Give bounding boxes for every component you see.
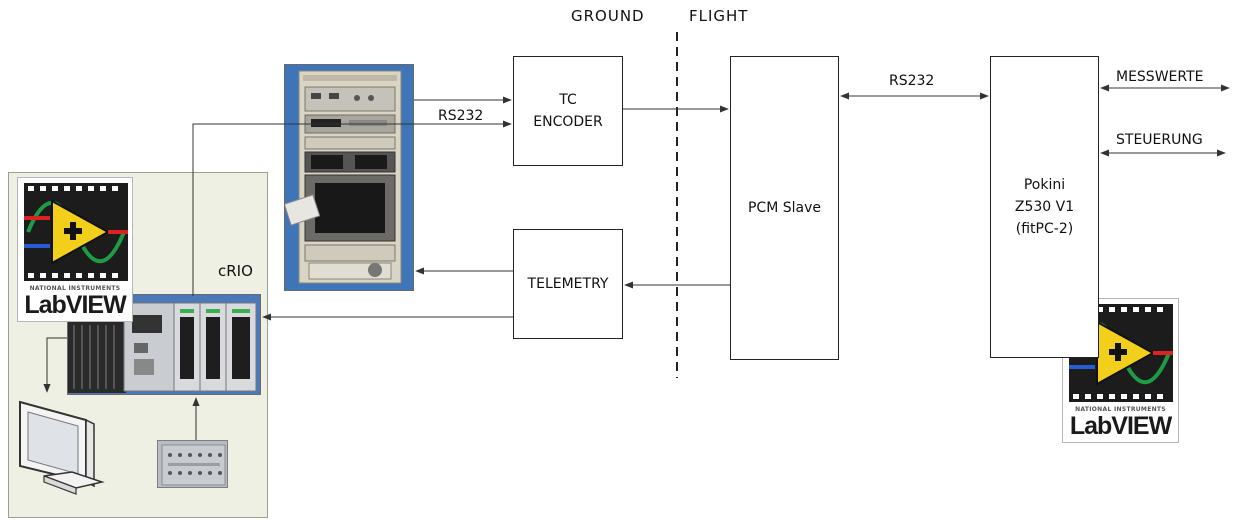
crio-label: cRIO xyxy=(218,262,253,280)
pokini-box: Pokini Z530 V1 (fitPC-2) xyxy=(990,56,1099,358)
ni-text: NATIONAL INSTRUMENTS xyxy=(1075,406,1166,413)
rs232-pcm-label: RS232 xyxy=(889,73,935,89)
rack-drawing xyxy=(285,70,402,284)
ni-text: NATIONAL INSTRUMENTS xyxy=(29,285,121,292)
labview-wordmark: LabVIEW xyxy=(24,291,126,319)
flight-header: FLIGHT xyxy=(689,7,749,25)
labview-emblem xyxy=(24,183,128,281)
ground-header: GROUND xyxy=(571,7,645,25)
monitor-icon xyxy=(14,396,106,498)
ground-rack-image xyxy=(284,64,414,291)
crio-hardware-image xyxy=(67,294,261,395)
tc-encoder-box: TC ENCODER xyxy=(513,56,623,166)
steuerung-label: STEUERUNG xyxy=(1116,132,1203,148)
crio-to-monitor-line xyxy=(43,337,67,393)
labview-logo-ground: NATIONAL INSTRUMENTS LabVIEW xyxy=(17,177,133,322)
rs232-rack-label: RS232 xyxy=(438,108,484,124)
labview-wordmark: LabVIEW xyxy=(1069,412,1172,440)
pcm-slave-box: PCM Slave xyxy=(730,56,839,360)
crio-to-encoder-line xyxy=(192,120,512,296)
telemetry-box: TELEMETRY xyxy=(513,229,623,339)
io-box-image xyxy=(157,440,228,488)
messwerte-label: MESSWERTE xyxy=(1116,69,1204,85)
crio-drawing xyxy=(68,302,257,393)
